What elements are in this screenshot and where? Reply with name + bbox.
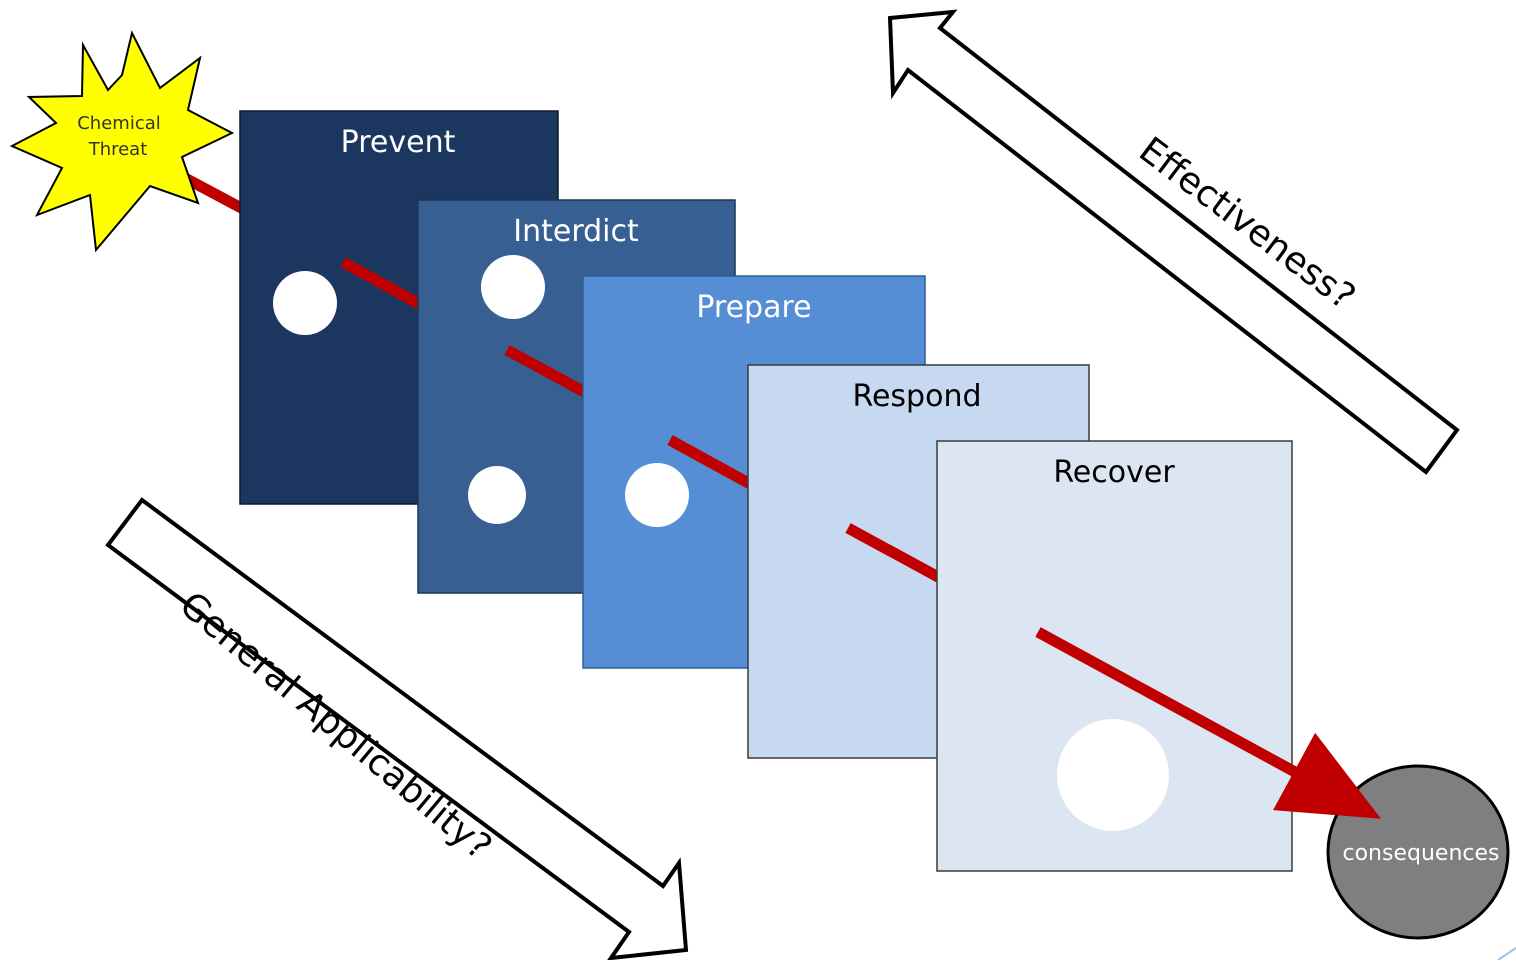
layer-hole: [273, 271, 337, 335]
layer-hole: [481, 255, 545, 319]
layer-label: Prepare: [696, 290, 811, 325]
threat-path-segment: [504, 345, 593, 400]
layer-label: Interdict: [513, 214, 639, 249]
layer-label: Respond: [852, 379, 981, 414]
threat-path-segment: [340, 257, 433, 315]
layer-hole: [1057, 719, 1169, 831]
chemical-threat-starburst: Chemical Threat: [9, 30, 235, 253]
threat-path-segment: [667, 435, 755, 490]
layer-hole: [468, 466, 526, 524]
starburst-shape: [9, 30, 235, 253]
layer-label: Prevent: [341, 125, 456, 160]
threat-path-segment: [182, 173, 248, 215]
threat-label-line2: Threat: [88, 139, 148, 160]
consequences-label: consequences: [1343, 841, 1500, 866]
layer-recover: Recover: [936, 440, 1293, 872]
layer-hole: [625, 463, 689, 527]
threat-path-segment: [845, 523, 943, 583]
layer-label: Recover: [1053, 455, 1175, 490]
threat-label-line1: Chemical: [77, 113, 161, 134]
consequences-node: consequences: [1326, 764, 1510, 940]
threat-path-final-arrow: [1035, 627, 1381, 819]
corner-mark: [1497, 947, 1516, 961]
